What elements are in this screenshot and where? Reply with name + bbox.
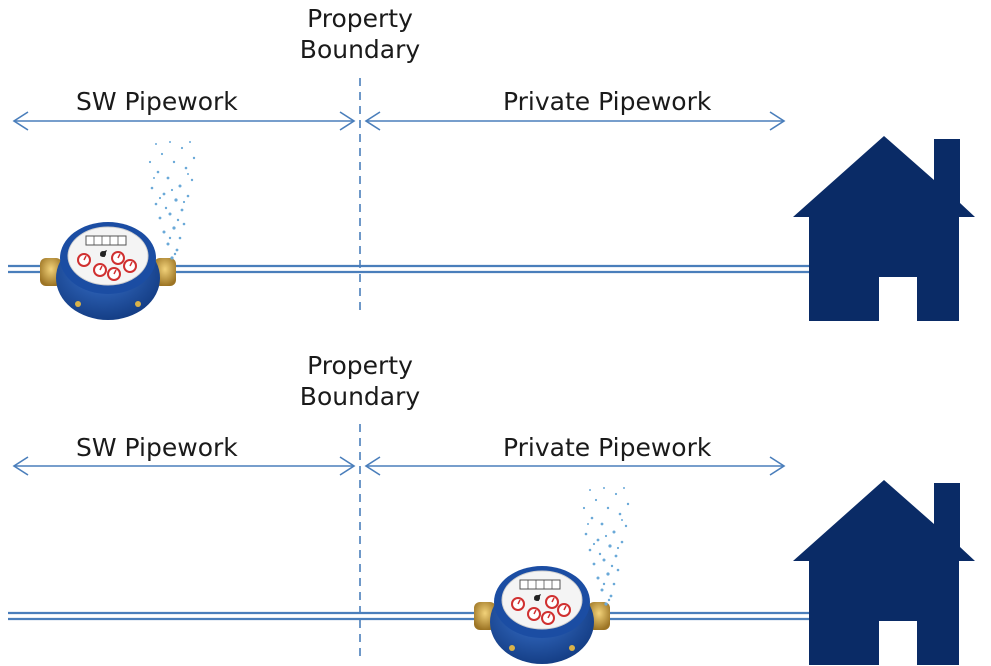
water-meter-icon [39,221,177,321]
house-icon [793,480,975,665]
panel2-boundary-label-line1: Property [307,351,413,380]
panel1-private-pipework-label: Private Pipework [503,87,712,116]
panel2-pipe [8,611,820,621]
panel1-boundary-label-line1: Property [307,4,413,33]
water-meter-icon [473,565,611,665]
panel2-sw-pipework-arrow [12,456,356,476]
panel2-sw-pipework-label: SW Pipework [76,433,238,462]
panel1-sw-pipework-label: SW Pipework [76,87,238,116]
panel1-private-pipework-arrow [364,111,786,131]
water-spray-icon [148,141,196,260]
house-icon [793,136,975,321]
water-spray-icon [582,487,630,606]
panel2-private-pipework-label: Private Pipework [503,433,712,462]
panel-1 [8,78,975,321]
panel2-boundary-label: Property Boundary [300,350,420,413]
panel-2 [8,424,975,665]
panel1-boundary-label-line2: Boundary [299,35,421,65]
panel2-boundary-label-line2: Boundary [299,382,421,412]
panel1-sw-pipework-arrow [12,111,356,131]
panel1-boundary-label: Property Boundary [300,3,420,66]
panel2-private-pipework-arrow [364,456,786,476]
